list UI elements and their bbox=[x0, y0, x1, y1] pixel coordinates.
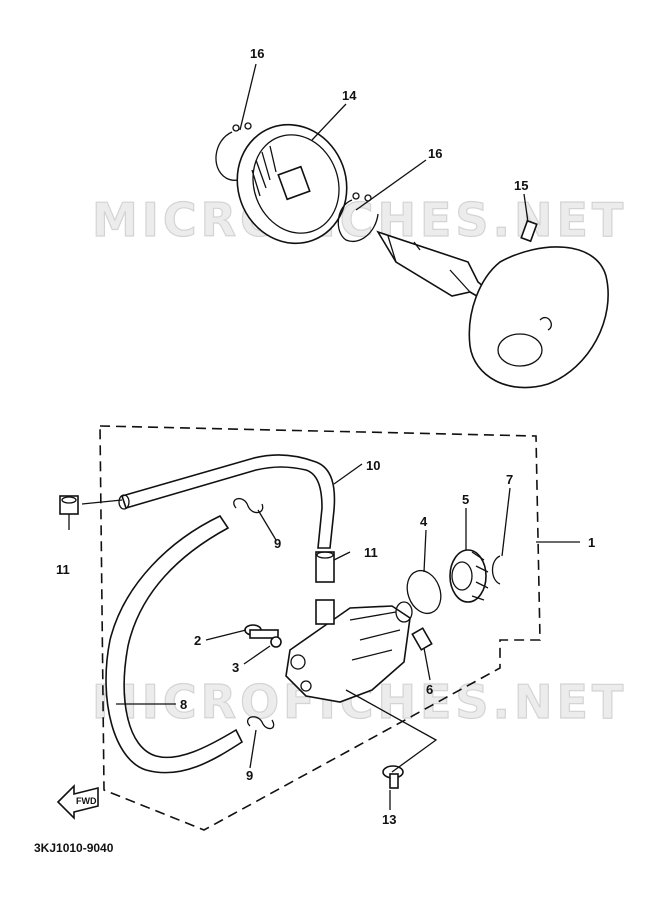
o-ring-4 bbox=[406, 569, 442, 615]
callout-16-right: 16 bbox=[428, 146, 442, 161]
drawing-code: 3KJ1010-9040 bbox=[34, 841, 114, 855]
callout-16-left: 16 bbox=[250, 46, 264, 61]
collar-11-right bbox=[315, 551, 335, 583]
callout-4: 4 bbox=[420, 514, 428, 529]
circlip-7 bbox=[491, 555, 501, 585]
callout-9-bottom: 9 bbox=[246, 768, 253, 783]
callout-9-top: 9 bbox=[274, 536, 281, 551]
gear-14 bbox=[236, 123, 348, 245]
clip-9-top bbox=[233, 498, 264, 514]
callout-11-left: 11 bbox=[56, 562, 70, 577]
bolt-2 bbox=[244, 624, 279, 639]
pump-gear-5 bbox=[449, 549, 489, 603]
callout-2: 2 bbox=[194, 633, 201, 648]
washer-3 bbox=[270, 636, 282, 648]
callout-1: 1 bbox=[588, 535, 595, 550]
callout-6: 6 bbox=[426, 682, 433, 697]
callout-5: 5 bbox=[462, 492, 469, 507]
callout-14: 14 bbox=[342, 88, 357, 103]
hose-8 bbox=[105, 514, 244, 774]
oil-pump-body bbox=[285, 599, 413, 703]
assembly-boundary bbox=[99, 425, 541, 831]
bolt-13 bbox=[382, 765, 404, 789]
callout-11-right: 11 bbox=[364, 545, 378, 560]
watermark-top: MICROFICHES.NET bbox=[92, 193, 627, 247]
hose-10 bbox=[118, 454, 336, 549]
leader-lines bbox=[68, 63, 580, 810]
callout-15: 15 bbox=[514, 178, 528, 193]
fwd-label: FWD bbox=[76, 796, 97, 806]
callout-3: 3 bbox=[232, 660, 239, 675]
callout-13: 13 bbox=[382, 812, 396, 827]
callout-7: 7 bbox=[506, 472, 513, 487]
fwd-arrow-icon: FWD bbox=[56, 784, 99, 820]
clip-9-bottom bbox=[247, 716, 275, 730]
pin-6 bbox=[411, 627, 433, 651]
callout-10: 10 bbox=[366, 458, 380, 473]
pin-15 bbox=[520, 219, 538, 243]
crank-web bbox=[468, 246, 609, 389]
collar-11-left bbox=[59, 495, 79, 515]
callout-8: 8 bbox=[180, 697, 187, 712]
